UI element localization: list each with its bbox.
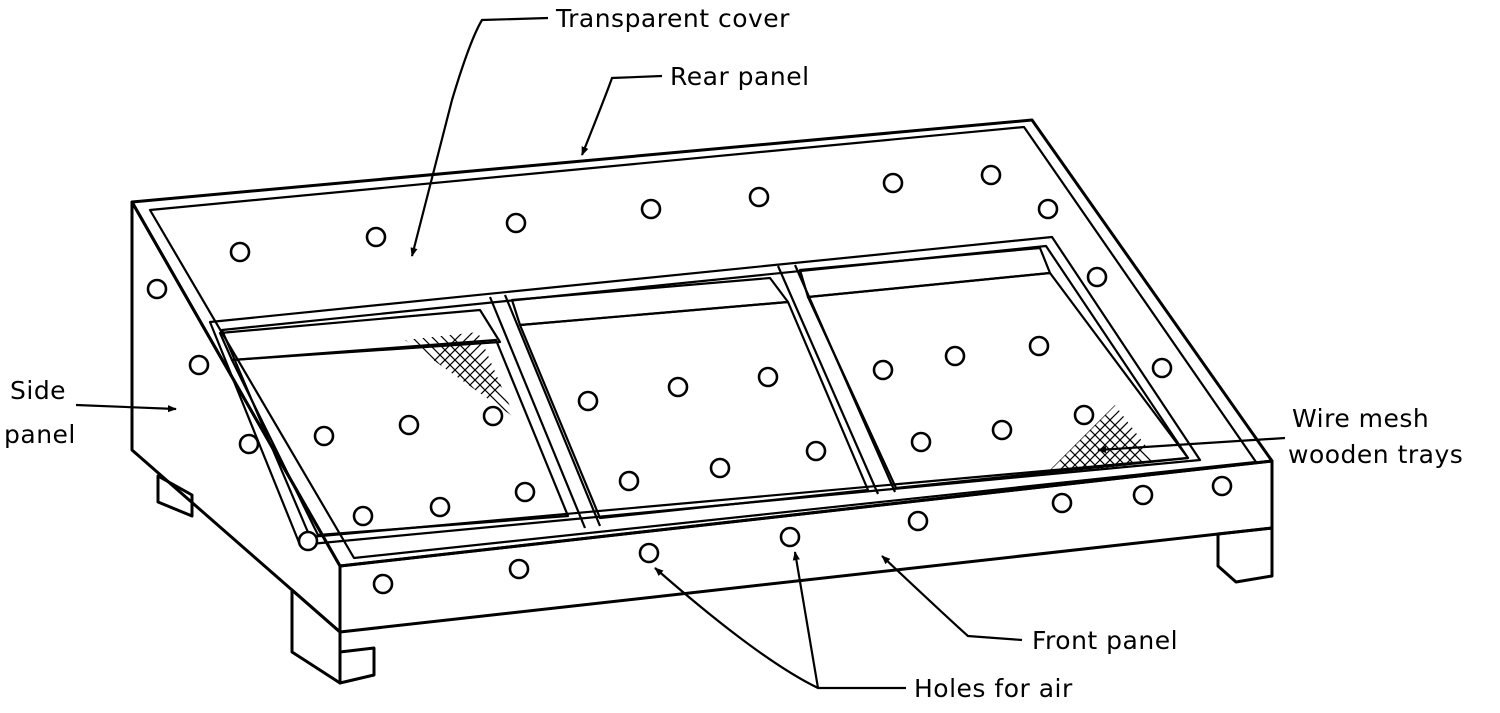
circle-hole-icon (352, 505, 374, 527)
label-holes-for-air: Holes for air (914, 674, 1073, 703)
arrowhead-icon (792, 551, 820, 689)
circle-hole-icon (514, 481, 536, 503)
leader-lines (75, 16, 1286, 690)
circle-hole-icon (508, 558, 530, 580)
tray-3 (806, 271, 1190, 490)
arrowhead-icon (881, 555, 1023, 642)
circle-hole-icon (1132, 484, 1154, 506)
circle-hole-icon (398, 414, 420, 436)
circle-hole-icon (805, 440, 827, 462)
circle-hole-icon (1073, 404, 1095, 426)
circle-hole-icon (709, 457, 731, 479)
circle-hole-icon (188, 354, 210, 376)
air-holes (146, 164, 1233, 595)
circle-hole-icon (1151, 357, 1173, 379)
circle-hole-icon (757, 366, 779, 388)
circle-hole-icon (365, 226, 387, 248)
label-wire-mesh-line1: Wire mesh (1292, 404, 1430, 433)
circle-hole-icon (640, 198, 662, 220)
label-side-panel-line1: Side (10, 376, 67, 405)
label-transparent-cover: Transparent cover (556, 4, 790, 33)
circle-hole-icon (980, 164, 1002, 186)
side-panel (130, 200, 342, 634)
transparent-cover-inner-rim (148, 125, 1258, 560)
circle-hole-icon (667, 376, 689, 398)
circle-hole-icon (1037, 198, 1059, 220)
tray-frame (208, 235, 1202, 547)
circle-hole-icon (297, 530, 319, 552)
circle-hole-icon (313, 425, 335, 447)
circle-hole-icon (429, 496, 451, 518)
circle-hole-icon (748, 186, 770, 208)
circle-hole-icon (505, 212, 527, 234)
label-side-panel-line2: panel (4, 420, 76, 449)
circle-hole-icon (618, 470, 640, 492)
arrowhead-icon (580, 74, 663, 156)
circle-hole-icon (638, 542, 660, 564)
label-rear-panel: Rear panel (670, 62, 810, 91)
label-front-panel: Front panel (1032, 626, 1179, 655)
circle-hole-icon (882, 172, 904, 194)
circle-hole-icon (238, 433, 260, 455)
tray-1 (218, 308, 502, 362)
arrowhead-icon (410, 16, 549, 257)
circle-hole-icon (229, 241, 251, 263)
arrowhead-icon (75, 403, 177, 413)
circle-hole-icon (907, 510, 929, 532)
legs (156, 474, 1274, 685)
arrowhead-icon (654, 567, 906, 690)
circle-hole-icon (1086, 266, 1108, 288)
front-panel (338, 459, 1274, 634)
circle-hole-icon (944, 345, 966, 367)
circle-hole-icon (146, 278, 168, 300)
circle-hole-icon (1211, 475, 1233, 497)
circle-hole-icon (1028, 335, 1050, 357)
circle-hole-icon (577, 390, 599, 412)
circle-hole-icon (872, 359, 894, 381)
circle-hole-icon (372, 573, 394, 595)
circle-hole-icon (482, 405, 504, 427)
label-wire-mesh-line2: wooden trays (1288, 440, 1464, 469)
arrowhead-icon (1097, 436, 1286, 454)
tray-2 (518, 300, 870, 520)
circle-hole-icon (779, 526, 801, 548)
circle-hole-icon (991, 419, 1013, 441)
circle-hole-icon (1051, 492, 1073, 514)
circle-hole-icon (910, 431, 932, 453)
